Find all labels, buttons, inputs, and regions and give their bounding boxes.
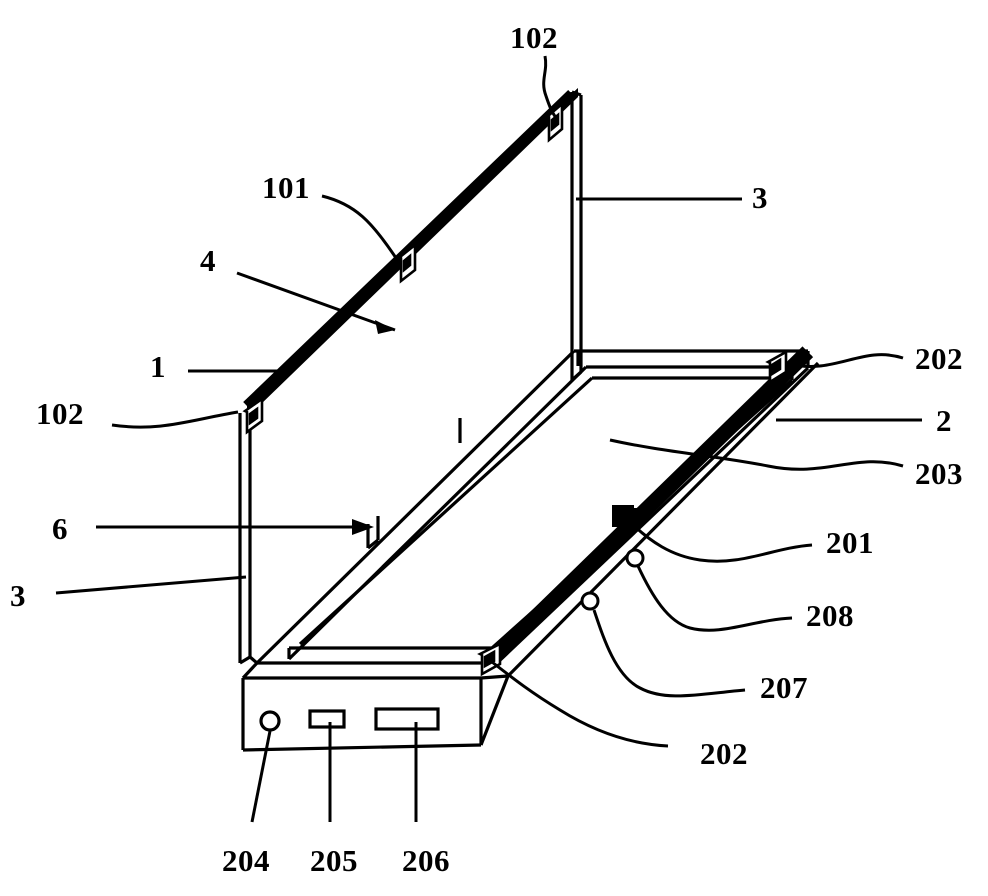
ref-label-207: 207 xyxy=(760,670,808,705)
ref-label-102-left: 102 xyxy=(36,396,84,431)
front-round-port xyxy=(259,710,281,732)
ref-label-206: 206 xyxy=(402,843,450,878)
base-clip-left xyxy=(477,641,502,677)
base-hole-208 xyxy=(625,548,645,568)
ref-label-1: 1 xyxy=(150,349,166,384)
ref-label-101: 101 xyxy=(262,170,310,205)
base-clip-right xyxy=(765,349,788,385)
front-wide-port xyxy=(374,707,440,731)
lid-clip-bottom xyxy=(242,396,264,435)
leader-lines xyxy=(55,55,922,823)
ref-label-202-bot: 202 xyxy=(700,736,748,771)
ref-label-203: 203 xyxy=(915,456,963,491)
ref-label-4: 4 xyxy=(200,243,216,278)
ref-label-201: 201 xyxy=(826,525,874,560)
base-hole-207 xyxy=(580,591,600,611)
ref-label-6: 6 xyxy=(52,511,68,546)
ref-label-204: 204 xyxy=(222,843,270,878)
ref-label-205: 205 xyxy=(310,843,358,878)
ref-label-102-top: 102 xyxy=(510,20,558,55)
front-small-port xyxy=(308,709,346,729)
ref-label-208: 208 xyxy=(806,598,854,633)
ref-label-3-right: 3 xyxy=(752,180,768,215)
lid-clip-mid xyxy=(398,242,417,284)
ref-label-3-left: 3 xyxy=(10,578,26,613)
ref-label-202-top: 202 xyxy=(915,341,963,376)
ref-label-2: 2 xyxy=(936,403,952,438)
